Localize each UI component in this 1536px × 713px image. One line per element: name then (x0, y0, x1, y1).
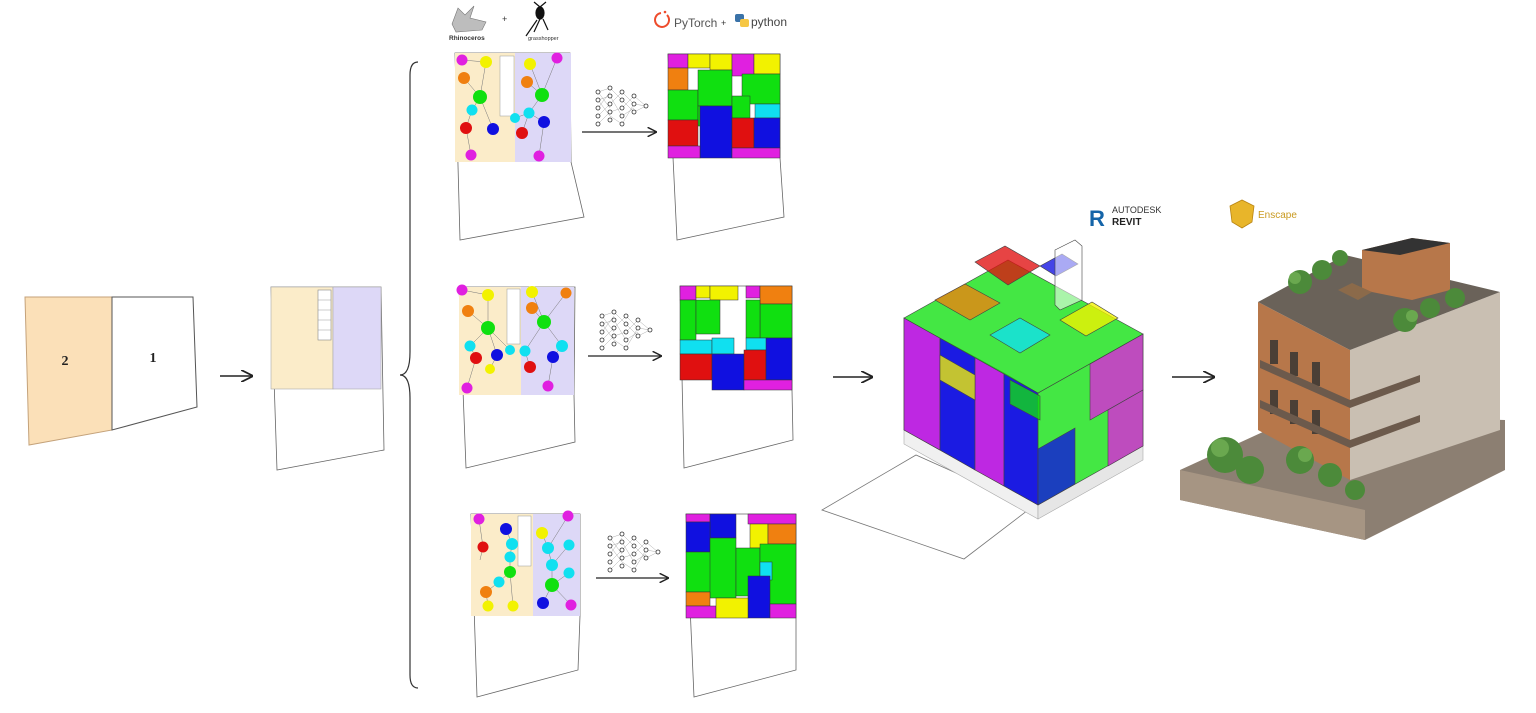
rendered-building (1180, 238, 1505, 540)
pytorch-logo: PyTorch (654, 10, 717, 30)
rhino-icon (451, 5, 487, 33)
python-name: python (751, 15, 787, 29)
revit-logo: R AUTODESK REVIT (1089, 205, 1161, 231)
lot-2-label: 2 (62, 354, 69, 369)
grasshopper-icon (525, 1, 549, 37)
generated-layout-1 (667, 53, 785, 241)
revit-name: REVIT (1112, 217, 1141, 228)
enscape-logo: Enscape (1229, 199, 1297, 229)
generated-layout-2 (679, 285, 794, 469)
lot-2 (24, 296, 113, 446)
neural-net-icon-3 (607, 531, 661, 573)
neural-net-icon-1 (595, 85, 649, 127)
graph-plan-2 (456, 284, 576, 469)
rhino-name: Rhinoceros (449, 35, 485, 42)
site-lots: 2 1 (24, 296, 198, 446)
graph-plan-1 (454, 52, 585, 241)
python-icon (735, 14, 749, 27)
plus-sign-2: + (721, 18, 726, 28)
pytorch-name: PyTorch (674, 16, 717, 30)
plus-sign-1: + (502, 14, 507, 24)
zoned-plan (270, 286, 385, 471)
autodesk-name: AUTODESK (1112, 205, 1161, 215)
lot-1 (111, 296, 198, 431)
branch-brace (399, 61, 419, 689)
grasshopper-logo: grasshopper (525, 1, 559, 42)
revit-icon: R (1089, 206, 1105, 231)
grasshopper-name: grasshopper (528, 36, 559, 42)
neural-net-icon-2 (599, 309, 653, 351)
enscape-icon (1229, 199, 1255, 229)
generated-layout-3 (685, 513, 797, 698)
lot-1-label: 1 (150, 351, 157, 366)
python-logo: python (735, 14, 787, 29)
pytorch-icon (654, 12, 670, 28)
graph-plan-3 (470, 510, 581, 698)
rhino-logo: Rhinoceros (449, 5, 487, 42)
massing-model (821, 239, 1144, 560)
enscape-name: Enscape (1258, 210, 1297, 221)
